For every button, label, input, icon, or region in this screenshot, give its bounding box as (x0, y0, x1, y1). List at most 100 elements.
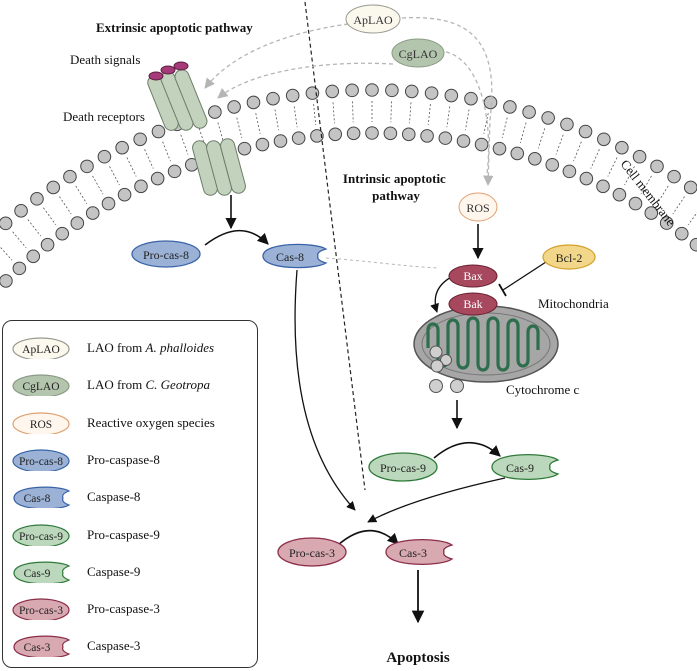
lipid-tail (92, 175, 104, 195)
lipid-tail (573, 141, 582, 162)
lipid-head (345, 83, 359, 98)
lipid-head (55, 226, 70, 241)
lipid-head (305, 86, 320, 100)
lipid-head (30, 192, 44, 206)
lipid-head (628, 196, 643, 211)
ros-label: ROS (466, 201, 489, 215)
lipid-head (14, 204, 28, 218)
lipid-tail (332, 102, 335, 124)
bak-label: Bak (463, 297, 482, 311)
legend-icon: CgLAO (12, 374, 70, 397)
lipid-tail (607, 157, 618, 177)
cas9-label: Cas-9 (506, 461, 534, 475)
lipid-head (503, 100, 517, 114)
lipid-head (612, 187, 627, 202)
procas9-label: Pro-cas-9 (380, 461, 426, 475)
legend-item: Pro-cas-3 Pro-caspase-3 (3, 596, 257, 626)
apoptosis-label: Apoptosis (386, 650, 450, 666)
lipid-tail (390, 101, 392, 123)
lipid-tail (640, 175, 652, 195)
lipid-head (674, 226, 689, 241)
procas9-to-cas9-arrow (433, 442, 501, 459)
lipid-head (328, 127, 343, 142)
lipid-head (420, 129, 434, 143)
cas9-to-cas3-arrow (367, 477, 506, 523)
lipid-head (667, 169, 681, 184)
lipid-head (579, 171, 594, 186)
legend-item: CgLAO LAO from C. Geotropa (3, 372, 257, 402)
bcl2-label: Bcl-2 (556, 251, 583, 265)
legend-icon-label: Cas-8 (24, 493, 51, 505)
legend-icon: Pro-cas-8 (12, 449, 70, 471)
lipid-head (404, 84, 419, 99)
lipid-head (0, 274, 13, 288)
legend-text: Pro-caspase-9 (87, 526, 160, 542)
lipid-head (133, 132, 147, 147)
lipid-head (683, 180, 697, 195)
lipid-tail (144, 149, 154, 169)
lipid-head (80, 159, 94, 174)
legend-text: Pro-caspase-8 (87, 451, 160, 467)
lipid-head (246, 95, 261, 110)
lipid-tail (672, 196, 685, 215)
lipid-head (541, 111, 555, 125)
lipid-head (545, 157, 560, 172)
bax-node: Bax (448, 264, 498, 288)
lipid-head (134, 179, 148, 194)
cytochrome-c-label: Cytochrome c (506, 382, 580, 397)
lipid-tail (217, 122, 225, 143)
lipid-head (385, 83, 399, 98)
lipid-head (365, 126, 379, 140)
lipid-tail (293, 106, 298, 128)
legend-icon-label: ApLAO (22, 344, 60, 356)
lipid-tail (27, 219, 42, 237)
legend-text: Pro-caspase-3 (87, 601, 160, 617)
lipid-tail (624, 166, 635, 186)
cglao-label: CgLAO (399, 47, 438, 61)
lipid-head (492, 141, 507, 156)
lipid-head (578, 124, 593, 139)
lipid-head (483, 95, 498, 110)
bcl2-inhibit-line (502, 261, 547, 291)
aplao-node: ApLAO (345, 4, 401, 34)
cas9-node: Cas-9 (491, 454, 560, 480)
legend-icon-label: Cas-9 (24, 568, 51, 580)
cas3-node: Cas-3 (385, 539, 454, 565)
lipid-head (273, 134, 288, 148)
lipid-tail (427, 104, 431, 125)
legend-item: Cas-3 Caspase-3 (3, 633, 257, 663)
lipid-head (97, 149, 112, 164)
procas9-node: Pro-cas-9 (368, 452, 438, 482)
legend-icon-label: CgLAO (22, 381, 59, 393)
lipid-tail (537, 128, 546, 149)
legend-icon-label: Cas-3 (24, 642, 51, 654)
legend-icon: Pro-cas-3 (12, 598, 70, 621)
legend-item: Pro-cas-8 Pro-caspase-8 (3, 447, 257, 477)
lipid-head (456, 134, 471, 148)
lipid-head (464, 91, 478, 106)
mitochondria-label: Mitochondria (538, 296, 609, 311)
lipid-tail (255, 113, 261, 134)
procas3-node: Pro-cas-3 (277, 537, 347, 567)
lipid-head (689, 237, 697, 252)
lipid-head (632, 149, 647, 164)
legend-text: LAO from C. Geotropa (87, 377, 211, 393)
intrinsic-pathway-label: Intrinsic apoptotic pathway (343, 171, 449, 203)
legend-text: Caspase-3 (87, 638, 141, 654)
extrinsic-pathway-label: Extrinsic apoptotic pathway (96, 20, 253, 35)
bak-node: Bak (448, 292, 498, 316)
lipid-tail (313, 104, 317, 125)
lipid-tail (59, 196, 72, 215)
lipid-head (40, 237, 55, 252)
lipid-head (12, 261, 27, 276)
lipid-head (310, 129, 324, 143)
lipid-tail (236, 117, 243, 139)
lipid-head (383, 126, 398, 141)
legend-icon: Cas-3 (13, 635, 71, 658)
lipid-head (444, 88, 459, 103)
lipid-head (560, 117, 574, 132)
procas8-node: Pro-cas-8 (131, 240, 201, 268)
